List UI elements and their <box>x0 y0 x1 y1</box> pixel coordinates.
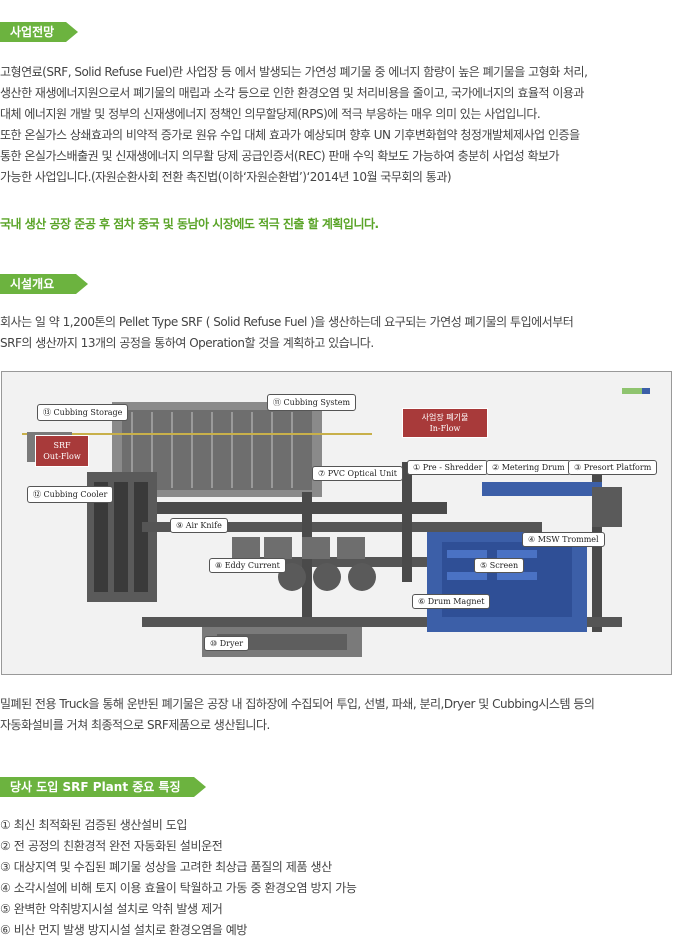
label-presort-platform: ③ Presort Platform <box>568 460 658 475</box>
inflow-line: 사업장 폐기물 <box>421 413 469 422</box>
label-cubbing-storage: ⑬ Cubbing Storage <box>37 404 129 421</box>
section-tag-features: 당사 도입 SRF Plant 중요 특징 <box>0 777 206 797</box>
facility-paragraph: 회사는 일 약 1,200톤의 Pellet Type SRF ( Solid … <box>0 312 672 354</box>
label-drum-magnet: ⑥ Drum Magnet <box>412 594 491 609</box>
inflow-line: In-Flow <box>429 424 461 433</box>
inflow-box: 사업장 폐기물 In-Flow <box>402 408 488 438</box>
text-line: 대체 에너지원 개발 및 정부의 신재생에너지 정책인 의무할당제(RPS)에 … <box>0 107 541 121</box>
outlook-highlight: 국내 생산 공장 준공 후 점차 중국 및 동남아 시장에도 적극 진출 할 계… <box>0 217 379 231</box>
text-line: SRF의 생산까지 13개의 공정을 통하여 Operation할 것을 계획하… <box>0 336 374 350</box>
text-line: 회사는 일 약 1,200톤의 Pellet Type SRF ( Solid … <box>0 315 574 329</box>
list-item: ⑥ 비산 먼지 발생 방지시설 설치로 환경오염을 예방 <box>0 923 248 937</box>
srf-outflow-line: Out-Flow <box>43 452 81 461</box>
label-pre-shredder: ① Pre - Shredder <box>407 460 489 475</box>
section-tag-outlook: 사업전망 <box>0 22 78 42</box>
section-tag-facility: 시설개요 <box>0 274 88 294</box>
label-air-knife: ⑨ Air Knife <box>170 518 228 533</box>
label-cubbing-cooler: ⑫ Cubbing Cooler <box>27 486 114 503</box>
plant-layout-diagram: ⑬ Cubbing Storage ⑪ Cubbing System SRF O… <box>1 371 672 675</box>
text-line: 생산한 재생에너지원으로서 폐기물의 매립과 소각 등으로 인한 환경오염 및 … <box>0 86 584 100</box>
text-line: 통한 온실가스배출권 및 신재생에너지 의무활 당제 공급인증서(REC) 판매… <box>0 149 560 163</box>
section-title: 사업전망 <box>10 25 55 39</box>
list-item: ② 전 공정의 친환경적 완전 자동화된 설비운전 <box>0 839 223 853</box>
feature-list: ① 최신 최적화된 검증된 생산설비 도입 ② 전 공정의 친환경적 완전 자동… <box>0 815 357 941</box>
section-title: 당사 도입 SRF Plant 중요 특징 <box>10 780 181 794</box>
facility-after-paragraph: 밀폐된 전용 Truck을 통해 운반된 폐기물은 공장 내 집하장에 수집되어… <box>0 694 672 736</box>
label-metering-drum: ② Metering Drum <box>486 460 571 475</box>
label-dryer: ⑩ Dryer <box>204 636 250 651</box>
label-screen: ⑤ Screen <box>474 558 525 573</box>
text-line: 자동화설비를 거쳐 최종적으로 SRF제품으로 생산됩니다. <box>0 718 270 732</box>
section-title: 시설개요 <box>10 277 55 291</box>
outlook-paragraph: 고형연료(SRF, Solid Refuse Fuel)란 사업장 등 에서 발… <box>0 62 672 188</box>
label-msw-trommel: ④ MSW Trommel <box>522 532 605 547</box>
list-item: ④ 소각시설에 비해 토지 이용 효율이 탁월하고 가동 중 환경오염 방지 가… <box>0 881 357 895</box>
text-line: 또한 온실가스 상쇄효과의 비약적 증가로 원유 수입 대체 효과가 예상되며 … <box>0 128 580 142</box>
label-pvc-optical: ⑦ PVC Optical Unit <box>312 466 404 481</box>
list-item: ① 최신 최적화된 검증된 생산설비 도입 <box>0 818 188 832</box>
text-line: 가능한 사업입니다.(자원순환사회 전환 촉진법(이하‘자원순환법’)‘2014… <box>0 170 452 184</box>
label-eddy-current: ⑧ Eddy Current <box>209 558 286 573</box>
list-item: ⑤ 완벽한 악취방지시설 설치로 악취 발생 제거 <box>0 902 223 916</box>
plant-layout-drawing <box>22 388 650 657</box>
text-line: 밀폐된 전용 Truck을 통해 운반된 폐기물은 공장 내 집하장에 수집되어… <box>0 697 595 711</box>
srf-outflow-line: SRF <box>53 441 71 450</box>
srf-outflow-box: SRF Out-Flow <box>35 435 89 467</box>
text-line: 고형연료(SRF, Solid Refuse Fuel)란 사업장 등 에서 발… <box>0 65 588 79</box>
label-cubbing-system: ⑪ Cubbing System <box>267 394 357 411</box>
list-item: ③ 대상지역 및 수집된 폐기물 성상을 고려한 최상급 품질의 제품 생산 <box>0 860 332 874</box>
